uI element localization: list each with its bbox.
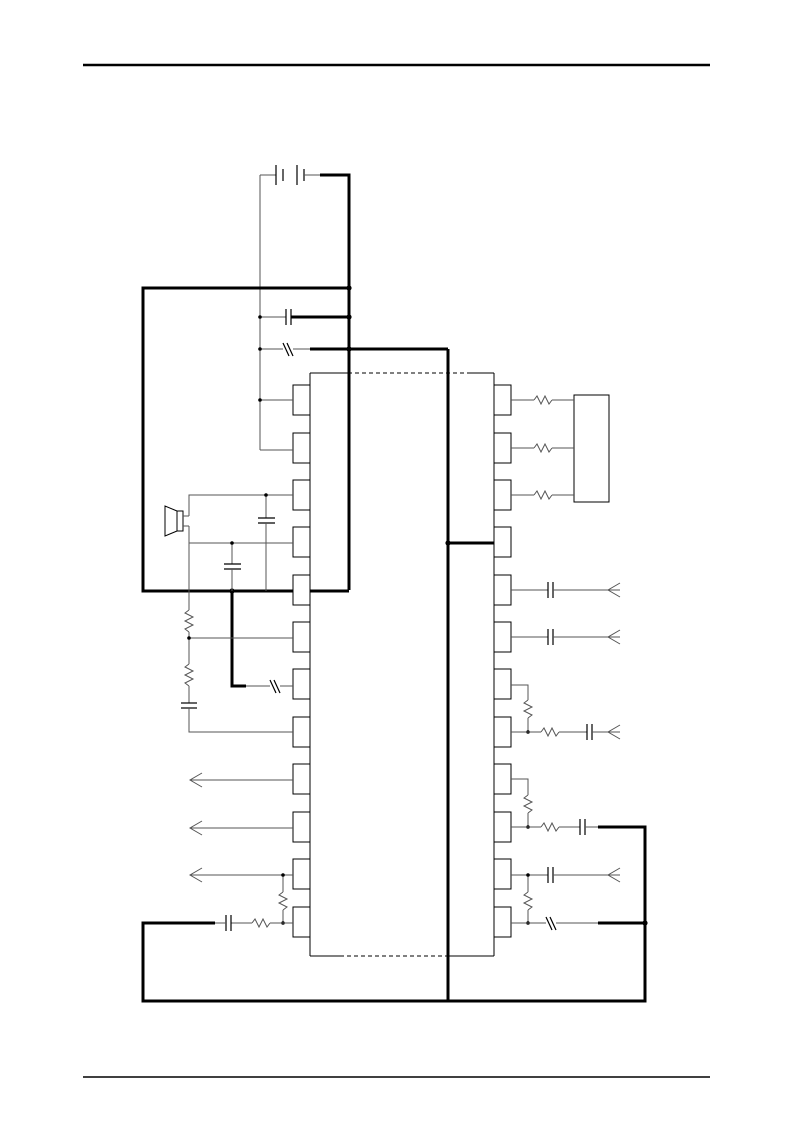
resistor: [522, 891, 534, 911]
resistor: [511, 442, 574, 454]
resistor: [511, 489, 574, 501]
zener-diode: [260, 342, 448, 357]
resistor: [277, 891, 289, 911]
capacitor: [579, 819, 586, 835]
pin-4-wire: [188, 526, 293, 544]
pin-19-wire: [511, 684, 529, 700]
decoupling-capacitor: [260, 309, 349, 325]
resistor: [183, 663, 195, 687]
filter-capacitor: [224, 543, 241, 591]
ic-chip: [309, 372, 495, 957]
junction-dot: [346, 314, 352, 320]
zener-diode: [545, 916, 557, 931]
input-arrow-icon: [511, 629, 621, 645]
ic-right-pins: [493, 384, 512, 938]
capacitor: [181, 702, 197, 709]
loop-wire: [141, 825, 647, 1003]
resistor: [511, 394, 574, 406]
output-arrow-icon: [189, 867, 293, 883]
battery-symbol: [260, 165, 320, 185]
capacitor: [225, 915, 232, 931]
pin-21-wire: [511, 778, 529, 795]
ground-wire: [230, 591, 246, 688]
supply-rail-wire: [320, 173, 351, 590]
coupling-capacitor: [258, 495, 275, 591]
connector-block: [573, 394, 610, 503]
speaker-icon: [164, 505, 189, 537]
resistor: [540, 821, 560, 833]
resistor: [540, 726, 560, 738]
pin-3-wire: [188, 494, 293, 516]
junction-dot: [445, 540, 451, 546]
resistor: [251, 917, 271, 929]
output-arrow-icon: [189, 772, 293, 788]
output-arrow-icon: [189, 820, 293, 836]
junction-dot: [346, 285, 352, 291]
resistor: [522, 794, 534, 814]
junction-dot: [346, 346, 352, 352]
input-arrow-icon: [586, 724, 621, 740]
enclosure-wire: [141, 286, 349, 593]
zener-diode: [246, 679, 293, 694]
resistor: [522, 699, 534, 719]
input-arrow-icon: [511, 582, 621, 598]
resistor: [183, 609, 195, 633]
pin-8-wire: [188, 708, 293, 733]
input-arrow-icon: [547, 867, 621, 883]
ic-left-pins: [292, 384, 311, 938]
